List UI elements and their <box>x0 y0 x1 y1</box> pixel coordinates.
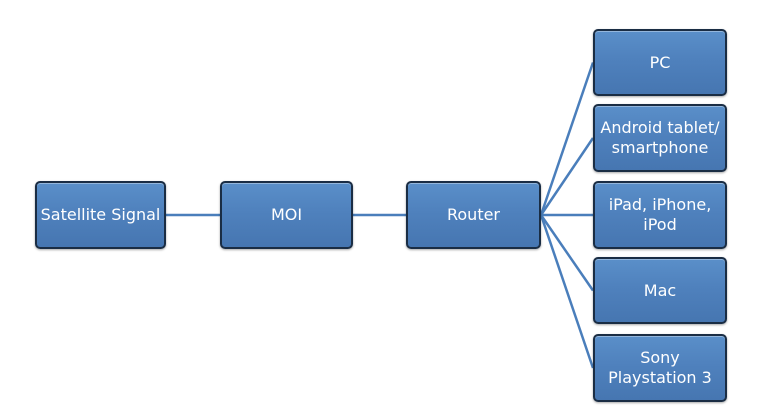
moi-node: MOI <box>220 181 353 249</box>
connector-router-pc <box>539 62 595 216</box>
connector-router-mac <box>539 214 595 292</box>
mac-node: Mac <box>593 257 727 324</box>
satellite-signal-node: Satellite Signal <box>35 181 166 249</box>
pc-node: PC <box>593 29 727 96</box>
router-node: Router <box>406 181 541 249</box>
connector-router-sony <box>539 214 595 369</box>
connector-router-android <box>539 137 595 216</box>
android-node: Android tablet/ smartphone <box>593 104 727 172</box>
sony-playstation-node: Sony Playstation 3 <box>593 334 727 402</box>
ipad-iphone-ipod-node: iPad, iPhone, iPod <box>593 181 727 249</box>
